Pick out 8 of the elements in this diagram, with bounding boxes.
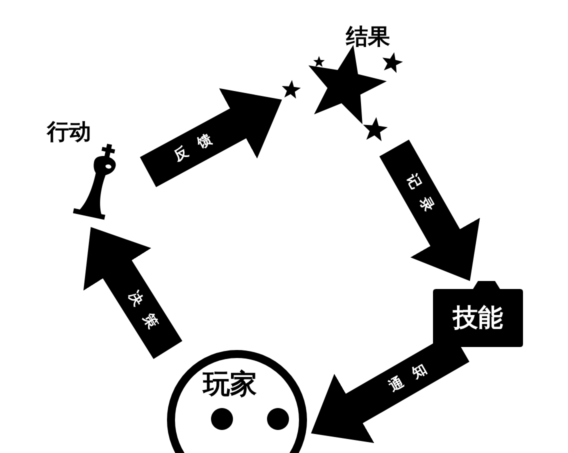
node-label: 结果 bbox=[346, 27, 390, 49]
edge-label: 通知 bbox=[384, 355, 440, 397]
node-label: 技能 bbox=[453, 305, 503, 330]
node-label: 玩家 bbox=[203, 371, 257, 398]
edge-label: 反馈 bbox=[170, 126, 226, 166]
node-label: 行动 bbox=[47, 122, 91, 144]
edge-label: 决策 bbox=[124, 287, 166, 342]
edge-label: 记录 bbox=[402, 170, 442, 225]
